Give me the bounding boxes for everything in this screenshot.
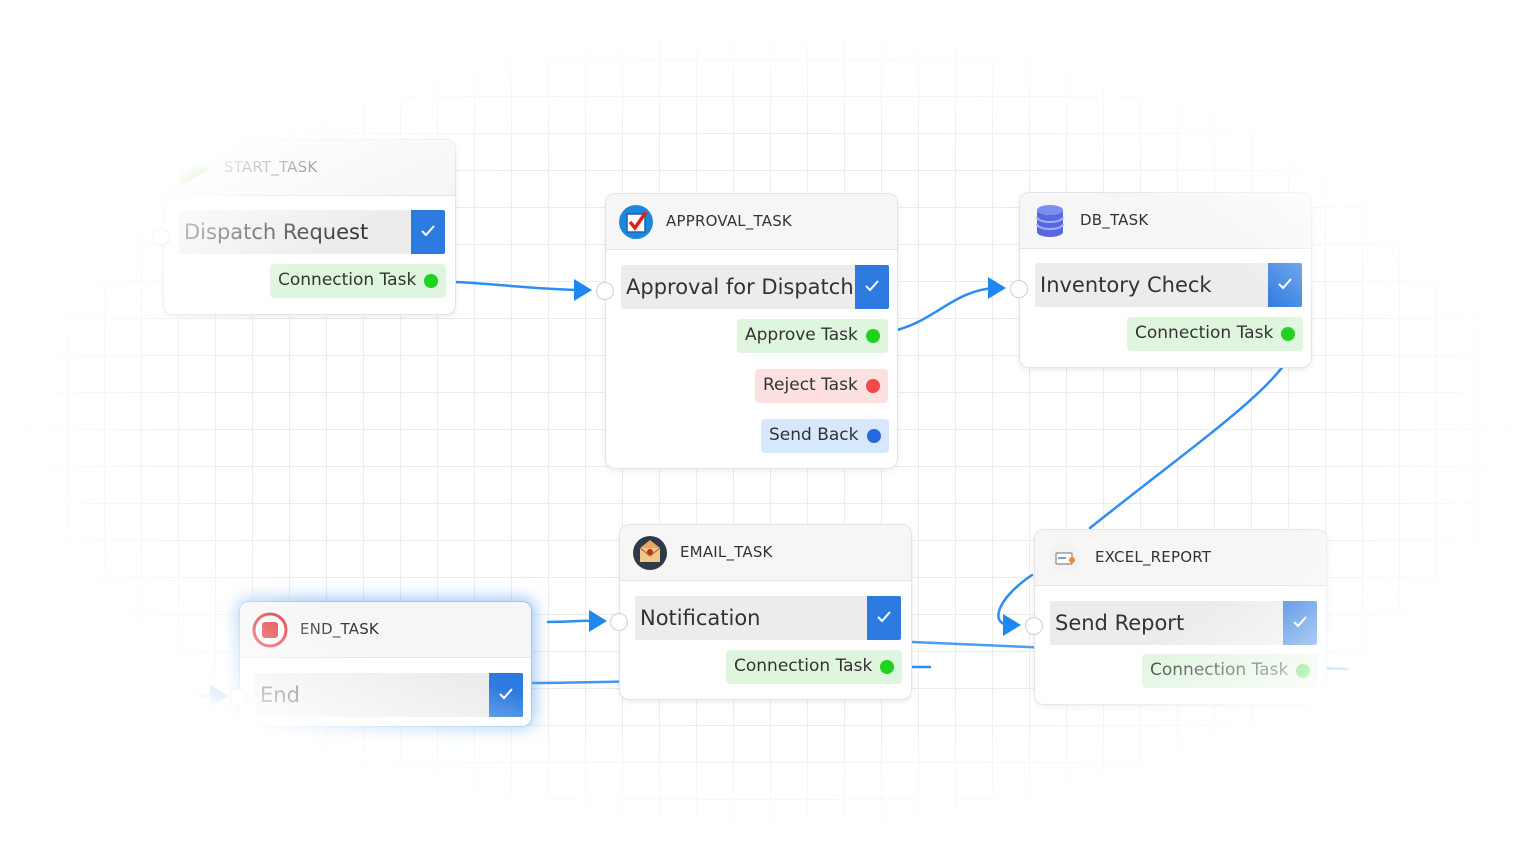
output-port-red[interactable]	[865, 379, 880, 393]
node-type-label: EXCEL_REPORT	[1095, 548, 1212, 566]
node-type-label: APPROVAL_TASK	[666, 212, 792, 230]
node-title-row[interactable]: Dispatch Request	[179, 210, 445, 254]
node-title-row[interactable]: Inventory Check	[1035, 263, 1302, 307]
confirm-check-button[interactable]	[855, 265, 889, 309]
edge-db-to-excel	[1088, 338, 1298, 530]
confirm-check-button[interactable]	[1268, 263, 1302, 307]
output-connection-task[interactable]: Connection Task	[270, 264, 447, 298]
node-title-row[interactable]: Notification	[635, 596, 901, 640]
stop-icon	[252, 612, 288, 648]
node-title: Notification	[640, 606, 761, 630]
node-title: Approval for Dispatch	[626, 275, 854, 299]
output-port-green[interactable]	[880, 660, 895, 674]
input-port[interactable]	[610, 613, 628, 631]
node-title: Send Report	[1055, 611, 1185, 635]
node-email-task[interactable]: EMAIL_TASK Notification Connection Task	[610, 524, 912, 700]
excel-report-icon	[1050, 543, 1080, 573]
input-port[interactable]	[152, 228, 170, 246]
node-title: Inventory Check	[1040, 273, 1212, 297]
node-header[interactable]: START_TASK	[164, 140, 455, 196]
node-header[interactable]: EMAIL_TASK	[620, 525, 911, 581]
output-port-green[interactable]	[865, 329, 880, 343]
node-start-task[interactable]: START_TASK Dispatch Request Connection T…	[152, 139, 456, 315]
node-type-label: DB_TASK	[1080, 211, 1149, 229]
input-port[interactable]	[1010, 280, 1028, 298]
output-reject-task[interactable]: Reject Task	[755, 369, 888, 403]
output-label: Reject Task	[763, 375, 858, 395]
node-type-label: END_TASK	[300, 620, 379, 638]
node-db-task[interactable]: DB_TASK Inventory Check Connection Task	[1010, 192, 1312, 368]
output-port-blue[interactable]	[866, 429, 881, 443]
node-header[interactable]: END_TASK	[240, 602, 531, 658]
check-icon	[499, 688, 513, 700]
play-icon	[180, 152, 210, 186]
check-icon	[1278, 278, 1292, 290]
output-send-back[interactable]: Send Back	[761, 419, 889, 453]
arrow-db	[988, 277, 1006, 299]
database-icon	[1036, 205, 1064, 237]
input-port[interactable]	[596, 282, 614, 300]
edge-start-to-approval	[453, 280, 582, 292]
output-port-green[interactable]	[1281, 327, 1296, 341]
confirm-check-button[interactable]	[489, 673, 523, 717]
output-label: Connection Task	[734, 656, 873, 676]
output-label: Connection Task	[278, 270, 417, 290]
node-header[interactable]: EXCEL_REPORT	[1035, 530, 1326, 586]
input-port[interactable]	[230, 688, 248, 706]
input-port[interactable]	[1025, 617, 1043, 635]
node-title-row[interactable]: End	[255, 673, 523, 717]
output-connection-task[interactable]: Connection Task	[1127, 317, 1304, 351]
output-connection-task[interactable]: Connection Task	[1142, 654, 1319, 688]
arrow-email	[589, 610, 607, 632]
output-approve-task[interactable]: Approve Task	[737, 319, 888, 353]
output-label: Approve Task	[745, 325, 858, 345]
check-icon	[1293, 616, 1307, 628]
confirm-check-button[interactable]	[411, 210, 445, 254]
check-icon	[877, 611, 891, 623]
confirm-check-button[interactable]	[1283, 601, 1317, 645]
node-header[interactable]: DB_TASK	[1020, 193, 1311, 249]
output-connection-task[interactable]: Connection Task	[726, 650, 903, 684]
node-type-label: EMAIL_TASK	[680, 543, 773, 561]
output-label: Connection Task	[1135, 323, 1274, 343]
email-envelope-icon	[633, 536, 667, 570]
arrow-approval	[574, 279, 592, 301]
output-label: Connection Task	[1150, 660, 1289, 680]
check-icon	[865, 280, 879, 292]
output-port-green[interactable]	[424, 274, 439, 288]
edge-approval-to-db	[895, 286, 997, 332]
check-icon	[421, 225, 435, 237]
node-title: Dispatch Request	[184, 220, 369, 244]
node-excel-report[interactable]: EXCEL_REPORT Send Report Connection Task	[1025, 529, 1327, 705]
confirm-check-button[interactable]	[867, 596, 901, 640]
node-approval-task[interactable]: APPROVAL_TASK Approval for Dispatch Appr…	[596, 193, 898, 469]
arrow-excel	[1003, 614, 1021, 636]
node-title: End	[260, 683, 300, 707]
output-port-green[interactable]	[1296, 664, 1311, 678]
node-title-row[interactable]: Approval for Dispatch	[621, 265, 889, 309]
node-header[interactable]: APPROVAL_TASK	[606, 194, 897, 250]
node-type-label: START_TASK	[224, 158, 318, 176]
node-title-row[interactable]: Send Report	[1050, 601, 1317, 645]
output-label: Send Back	[769, 425, 859, 445]
approval-checkbox-icon	[619, 205, 653, 239]
arrow-end	[210, 685, 228, 707]
node-end-task[interactable]: END_TASK End	[230, 601, 532, 727]
